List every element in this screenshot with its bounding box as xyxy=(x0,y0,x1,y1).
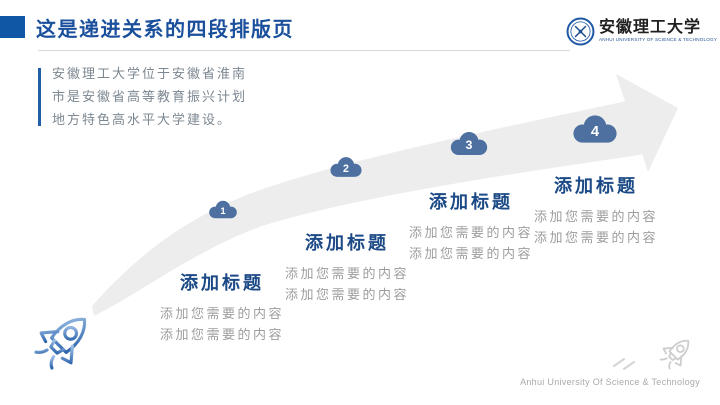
speed-lines-icon xyxy=(613,358,635,370)
intro-paragraph: 安徽理工大学位于安徽省淮南 市是安徽省高等教育振兴计划 地方特色高水平大学建设。 xyxy=(52,62,247,131)
rocket-icon xyxy=(655,331,698,374)
cloud-marker-3: 3 xyxy=(450,132,488,155)
cloud-number: 3 xyxy=(466,138,473,152)
stage-title: 添加标题 xyxy=(554,176,638,196)
university-logo: 安徽理工大学 ANHUI UNIVERSITY OF SCIENCE & TEC… xyxy=(566,17,717,46)
stage-content-line: 添加您需要的内容 xyxy=(284,266,409,281)
cloud-number: 4 xyxy=(591,124,600,140)
footer-caption: Anhui University Of Science & Technology xyxy=(520,377,700,387)
stage-content-line: 添加您需要的内容 xyxy=(533,230,658,245)
intro-line: 地方特色高水平大学建设。 xyxy=(52,112,233,127)
stage-content-line: 添加您需要的内容 xyxy=(284,287,409,302)
stage-block-4: 添加标题 添加您需要的内容 添加您需要的内容 xyxy=(509,172,683,248)
intro-line: 安徽理工大学位于安徽省淮南 xyxy=(52,66,248,81)
cloud-marker-4: 4 xyxy=(573,115,617,143)
cloud-number: 2 xyxy=(343,163,349,175)
logo-text: 安徽理工大学 ANHUI UNIVERSITY OF SCIENCE & TEC… xyxy=(599,20,717,43)
university-emblem-icon xyxy=(566,17,595,46)
page-title: 这是递进关系的四段排版页 xyxy=(36,19,294,41)
intro-accent-bar xyxy=(38,68,41,126)
logo-name-en: ANHUI UNIVERSITY OF SCIENCE & TECHNOLOGY xyxy=(599,37,718,43)
cloud-number: 1 xyxy=(220,206,225,217)
stage-content-line: 添加您需要的内容 xyxy=(533,209,658,224)
cloud-marker-1: 1 xyxy=(209,200,237,219)
title-accent-square xyxy=(0,16,25,38)
stage-content-line: 添加您需要的内容 xyxy=(159,306,284,321)
title-divider-line xyxy=(38,50,570,51)
logo-name-cn: 安徽理工大学 xyxy=(599,19,702,37)
stage-content-line: 添加您需要的内容 xyxy=(159,327,284,342)
rocket-icon xyxy=(27,303,101,377)
cloud-marker-2: 2 xyxy=(330,157,362,177)
intro-line: 市是安徽省高等教育振兴计划 xyxy=(52,89,248,104)
